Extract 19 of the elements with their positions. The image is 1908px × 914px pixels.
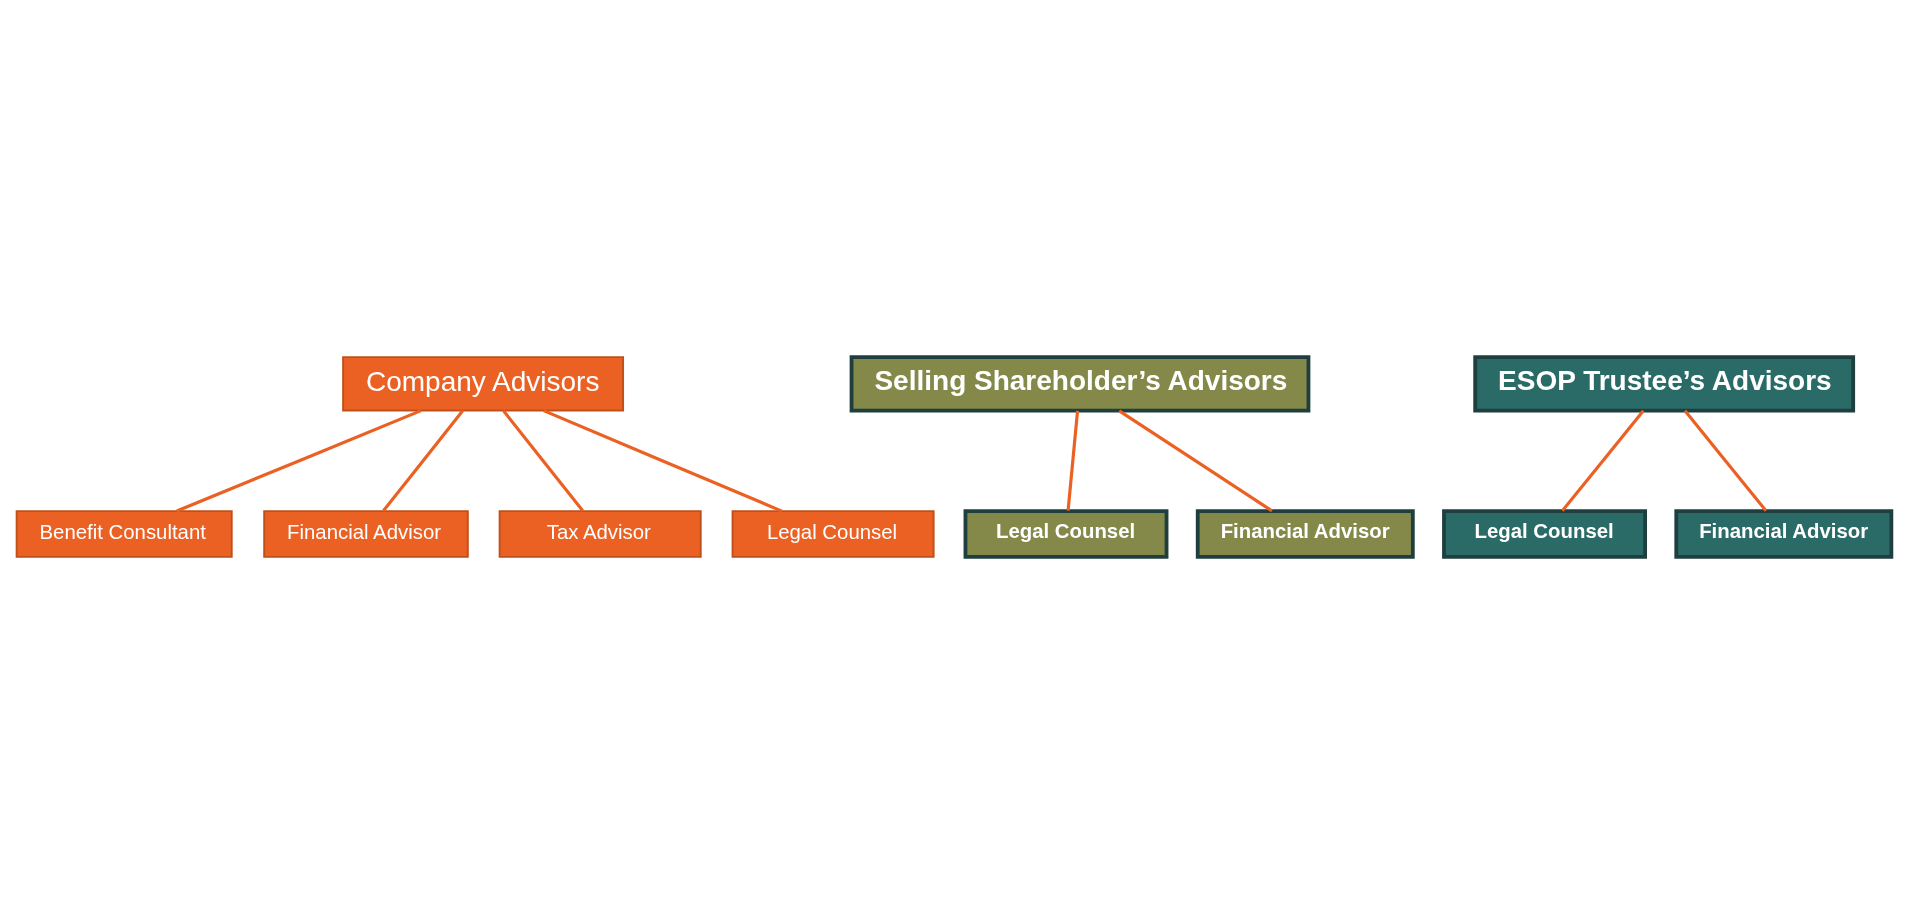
connector — [543, 409, 783, 513]
node-box: Legal Counsel — [731, 510, 935, 558]
connector — [1066, 410, 1080, 511]
node-box: Legal Counsel — [963, 509, 1169, 559]
node-box: Company Advisors — [342, 356, 625, 412]
node-box: ESOP Trustee’s Advisors — [1473, 355, 1856, 413]
connector — [502, 409, 584, 512]
connector — [1118, 409, 1273, 513]
node-box: Benefit Consultant — [15, 510, 233, 558]
node-box: Financial Advisor — [263, 510, 469, 558]
connector — [382, 409, 464, 512]
node-box: Financial Advisor — [1195, 509, 1415, 559]
connector — [1683, 409, 1768, 512]
connector — [176, 409, 422, 513]
node-box: Tax Advisor — [498, 510, 702, 558]
connector — [1561, 409, 1645, 512]
node-box: Financial Advisor — [1674, 509, 1894, 559]
node-box: Legal Counsel — [1442, 509, 1647, 559]
node-box: Selling Shareholder’s Advisors — [849, 355, 1311, 413]
